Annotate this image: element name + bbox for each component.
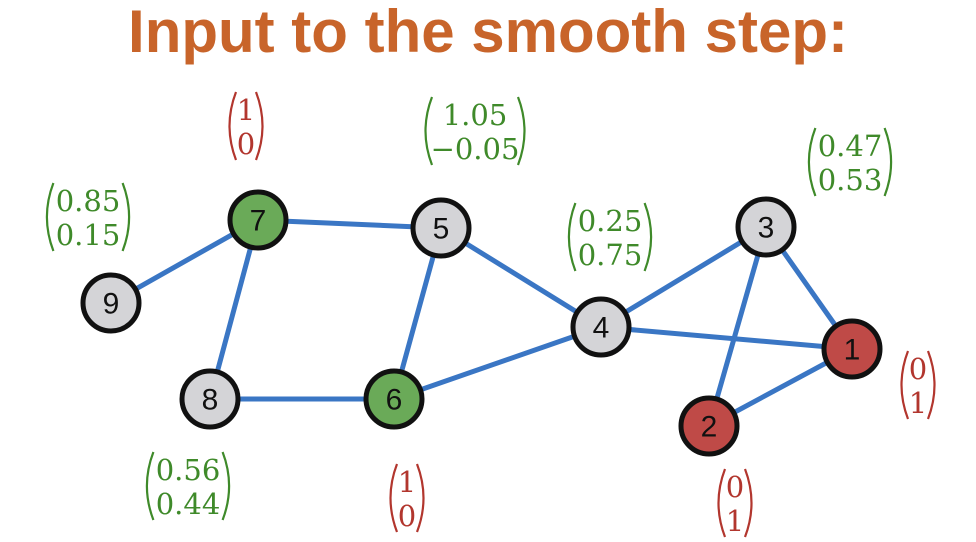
node-vector-3: 0.470.53: [807, 127, 893, 197]
node-vector-7: 10: [228, 91, 264, 161]
vector-entry-top: 0.85: [56, 184, 121, 218]
edge-5-4: [438, 225, 604, 330]
vector-entry-bottom: 0: [398, 499, 416, 533]
node-circle-3: [735, 196, 797, 258]
node-label-4: 4: [593, 312, 610, 345]
vector-entry-bottom: 0.15: [56, 218, 121, 252]
vector-left-paren: [228, 91, 238, 161]
page-title: Input to the smooth step:: [128, 0, 848, 65]
vector-entry-bottom: 0.75: [578, 238, 643, 272]
vector-entry-bottom: 1: [726, 504, 744, 538]
vectors-layer: 01010.470.530.250.751.05−0.0510100.560.4…: [45, 91, 936, 538]
vector-entry-bottom: −0.05: [431, 132, 520, 166]
vector-entry-top: 1: [237, 93, 255, 127]
node-label-1: 1: [844, 334, 861, 367]
edge-4-3: [598, 224, 769, 330]
node-label-5: 5: [433, 213, 450, 246]
vector-entry-bottom: 0.44: [156, 487, 221, 521]
vector-right-paren: [121, 182, 131, 252]
edge-7-5: [255, 217, 444, 231]
node-7: 7: [227, 189, 289, 251]
vector-entry-top: 1: [398, 465, 416, 499]
vector-left-paren: [807, 127, 817, 197]
node-5: 5: [410, 197, 472, 259]
node-6: 6: [363, 368, 425, 430]
vector-right-paren: [516, 96, 526, 166]
vector-entry-top: 0.47: [818, 129, 883, 163]
node-label-3: 3: [758, 212, 775, 245]
node-circle-5: [410, 197, 472, 259]
edge-3-2: [706, 224, 769, 429]
node-vector-8: 0.560.44: [145, 451, 231, 521]
vector-right-paren: [221, 451, 231, 521]
node-vector-4: 0.250.75: [567, 202, 653, 272]
edge-7-8: [207, 217, 261, 402]
vector-right-paren: [254, 91, 264, 161]
vector-left-paren: [567, 202, 577, 272]
node-circle-8: [179, 368, 241, 430]
node-label-9: 9: [103, 288, 120, 321]
nodes-layer: 1 2 3 4 5 6 7 8 9: [80, 189, 883, 457]
node-8: 8: [179, 368, 241, 430]
vector-entry-bottom: 1: [909, 386, 927, 420]
edge-4-1: [598, 324, 855, 352]
vector-entry-top: 0: [909, 352, 927, 386]
vector-left-paren: [717, 468, 727, 538]
vector-right-paren: [643, 202, 653, 272]
node-label-8: 8: [202, 384, 219, 417]
vector-entry-top: 1.05: [443, 98, 508, 132]
edge-6-4: [391, 324, 604, 402]
vector-left-paren: [424, 96, 434, 166]
node-circle-2: [678, 395, 740, 457]
vector-left-paren: [389, 463, 399, 533]
node-4: 4: [570, 296, 632, 358]
vector-right-paren: [926, 350, 936, 420]
vector-left-paren: [145, 451, 155, 521]
node-label-6: 6: [386, 384, 403, 417]
node-vector-9: 0.850.15: [45, 182, 131, 252]
node-label-7: 7: [250, 205, 267, 238]
vector-right-paren: [415, 463, 425, 533]
vector-entry-bottom: 0: [237, 127, 255, 161]
node-label-2: 2: [701, 411, 718, 444]
vector-right-paren: [743, 468, 753, 538]
node-9: 9: [80, 272, 142, 334]
node-circle-4: [570, 296, 632, 358]
node-vector-5: 1.05−0.05: [424, 96, 526, 166]
node-circle-6: [363, 368, 425, 430]
node-circle-1: [821, 318, 883, 380]
vector-left-paren: [900, 350, 910, 420]
vector-entry-top: 0.56: [156, 453, 221, 487]
vector-right-paren: [883, 127, 893, 197]
vector-entry-top: 0: [726, 470, 744, 504]
node-vector-2: 01: [717, 468, 753, 538]
vector-left-paren: [45, 182, 55, 252]
vector-entry-bottom: 0.53: [818, 163, 883, 197]
node-1: 1: [821, 318, 883, 380]
node-vector-1: 01: [900, 350, 936, 420]
node-vector-6: 10: [389, 463, 425, 533]
node-2: 2: [678, 395, 740, 457]
node-circle-7: [227, 189, 289, 251]
vector-entry-top: 0.25: [578, 204, 643, 238]
node-3: 3: [735, 196, 797, 258]
node-circle-9: [80, 272, 142, 334]
